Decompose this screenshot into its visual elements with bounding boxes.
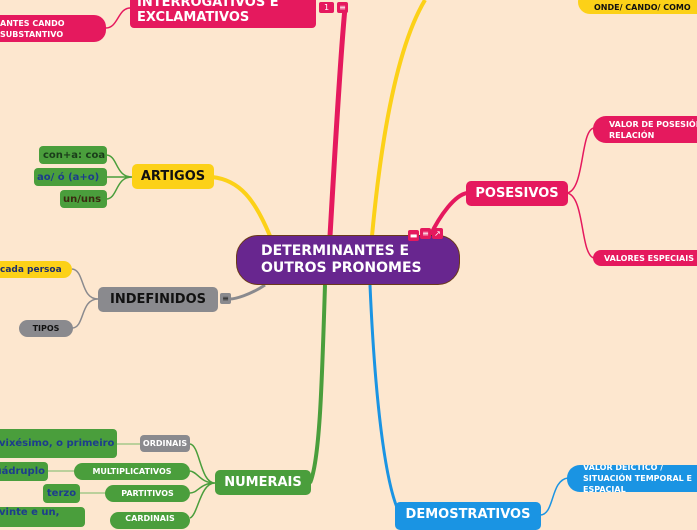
link-icon[interactable]: ↗ [432,228,443,239]
subtopic-antes-cando[interactable]: ANTES CANDO SUBSTANTIVO [0,15,106,42]
subtopic-label: CARDINAIS [125,514,175,523]
topic-label: INTERROGATIVOS E EXCLAMATIVOS [137,0,279,25]
menu-icon[interactable]: ≡ [420,228,431,239]
topic-label: POSESIVOS [475,186,559,201]
subtopic-label: ONDE/ CANDO/ COMO [594,2,691,12]
leaf-cuadruplo[interactable]: cuádruplo [0,462,48,481]
subtopic-label: MULTIPLICATIVOS [92,467,172,476]
subtopic-label: PARTITIVOS [121,489,174,498]
subtopic-multiplicativos[interactable]: MULTIPLICATIVOS [74,463,190,480]
topic-numerais[interactable]: NUMERAIS [215,470,311,495]
topic-label: ARTIGOS [140,169,206,184]
topic-interrogativos[interactable]: INTERROGATIVOS E EXCLAMATIVOS [130,0,316,28]
topic-indefinidos[interactable]: INDEFINIDOS [98,287,218,312]
subtopic-label: cada persoa [0,264,62,275]
subtopic-cardinais[interactable]: CARDINAIS [110,512,190,529]
central-label: DETERMINANTES E OUTROS PRONOMES [261,243,422,276]
subtopic-label: VALOR DE POSESIÓN / RELACIÓN [609,119,697,140]
subtopic-partitivos[interactable]: PARTITIVOS [105,485,190,502]
leaf-terzo[interactable]: terzo [43,484,80,503]
central-topic[interactable]: DETERMINANTES E OUTROS PRONOMES [236,235,460,285]
comment-count: 1 [323,3,330,12]
menu-icon[interactable]: ≡ [220,293,231,304]
topic-posesivos[interactable]: POSESIVOS [466,181,568,206]
subtopic-valor-posesion[interactable]: VALOR DE POSESIÓN / RELACIÓN [593,116,697,143]
leaf-vixesimo[interactable]: vixésimo, o primeiro [0,429,117,458]
subtopic-label: TIPOS [32,324,60,333]
topic-label: INDEFINIDOS [109,292,207,307]
leaf-vinte-e-un[interactable]: vinte e un, [0,507,85,527]
menu-icon[interactable]: ≡ [337,2,348,13]
subtopic-valor-deictico[interactable]: VALOR DEÍCTICO / SITUACIÓN TEMPORAL E ES… [567,465,697,492]
leaf-label: con+a: coa [43,149,106,161]
topic-artigos[interactable]: ARTIGOS [132,164,214,189]
leaf-ao[interactable]: ao/ ó (a+o) [34,168,107,186]
topic-demostrativos[interactable]: DEMOSTRATIVOS [395,502,541,530]
leaf-label: un/uns [63,193,102,205]
leaf-label: cuádruplo [0,466,45,477]
subtopic-tipos[interactable]: TIPOS [19,320,73,337]
subtopic-label: VALOR DEÍCTICO / SITUACIÓN TEMPORAL E ES… [583,465,693,492]
subtopic-valores-especiais[interactable]: VALORES ESPECIAIS [593,250,697,266]
leaf-label: terzo [46,488,77,499]
subtopic-label: VALORES ESPECIAIS [604,253,694,263]
subtopic-ordinais[interactable]: ORDINAIS [140,435,190,452]
note-icon[interactable]: ▬ [408,230,419,241]
leaf-coa[interactable]: con+a: coa [39,146,107,164]
topic-label: DEMOSTRATIVOS [405,507,531,522]
topic-label: NUMERAIS [224,475,302,490]
leaf-label: vinte e un, [0,507,60,518]
leaf-un[interactable]: un/uns [60,190,107,208]
subtopic-onde-cando[interactable]: ONDE/ CANDO/ COMO [578,0,697,14]
leaf-label: vixésimo, o primeiro [0,437,115,449]
subtopic-label: ORDINAIS [142,439,188,448]
comment-icon[interactable]: 1 [319,2,334,13]
subtopic-cada-persoa[interactable]: cada persoa [0,261,72,278]
leaf-label: ao/ ó (a+o) [37,171,100,183]
subtopic-label: ANTES CANDO SUBSTANTIVO [0,18,65,39]
